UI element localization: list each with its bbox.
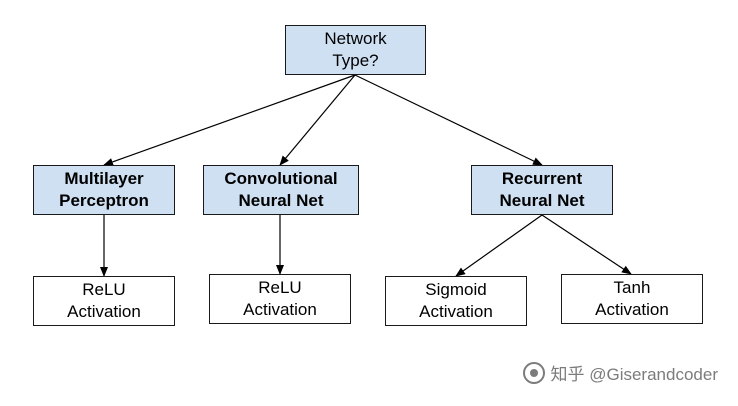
watermark: 知乎 @Giserandcoder xyxy=(522,360,719,385)
edge-root-cnn xyxy=(279,74,356,166)
edge-root-rnn xyxy=(354,74,543,166)
watermark-text: 知乎 @Giserandcoder xyxy=(550,365,719,384)
node-convolutional-neural-net-label: Convolutional Neural Net xyxy=(224,169,338,210)
node-mlp-relu-activation: ReLU Activation xyxy=(33,276,175,326)
node-network-type-label: Network Type? xyxy=(324,29,387,70)
node-tanh-activation: Tanh Activation xyxy=(561,274,703,324)
node-cnn-relu-activation: ReLU Activation xyxy=(209,274,351,324)
node-multilayer-perceptron: Multilayer Perceptron xyxy=(33,165,175,215)
node-mlp-relu-activation-label: ReLU Activation xyxy=(67,280,141,321)
edge-root-mlp xyxy=(103,74,356,166)
node-recurrent-neural-net-label: Recurrent Neural Net xyxy=(499,169,585,210)
node-sigmoid-activation-label: Sigmoid Activation xyxy=(419,280,493,321)
node-tanh-activation-label: Tanh Activation xyxy=(595,278,669,319)
node-cnn-relu-activation-label: ReLU Activation xyxy=(243,278,317,319)
node-network-type: Network Type? xyxy=(285,25,426,75)
zhihu-logo-icon xyxy=(522,361,545,384)
edge-rnn-sigmoid xyxy=(455,214,543,277)
node-recurrent-neural-net: Recurrent Neural Net xyxy=(471,165,613,215)
edge-rnn-tanh xyxy=(541,214,632,275)
node-sigmoid-activation: Sigmoid Activation xyxy=(385,276,527,326)
node-multilayer-perceptron-label: Multilayer Perceptron xyxy=(59,169,149,210)
node-convolutional-neural-net: Convolutional Neural Net xyxy=(203,165,359,215)
